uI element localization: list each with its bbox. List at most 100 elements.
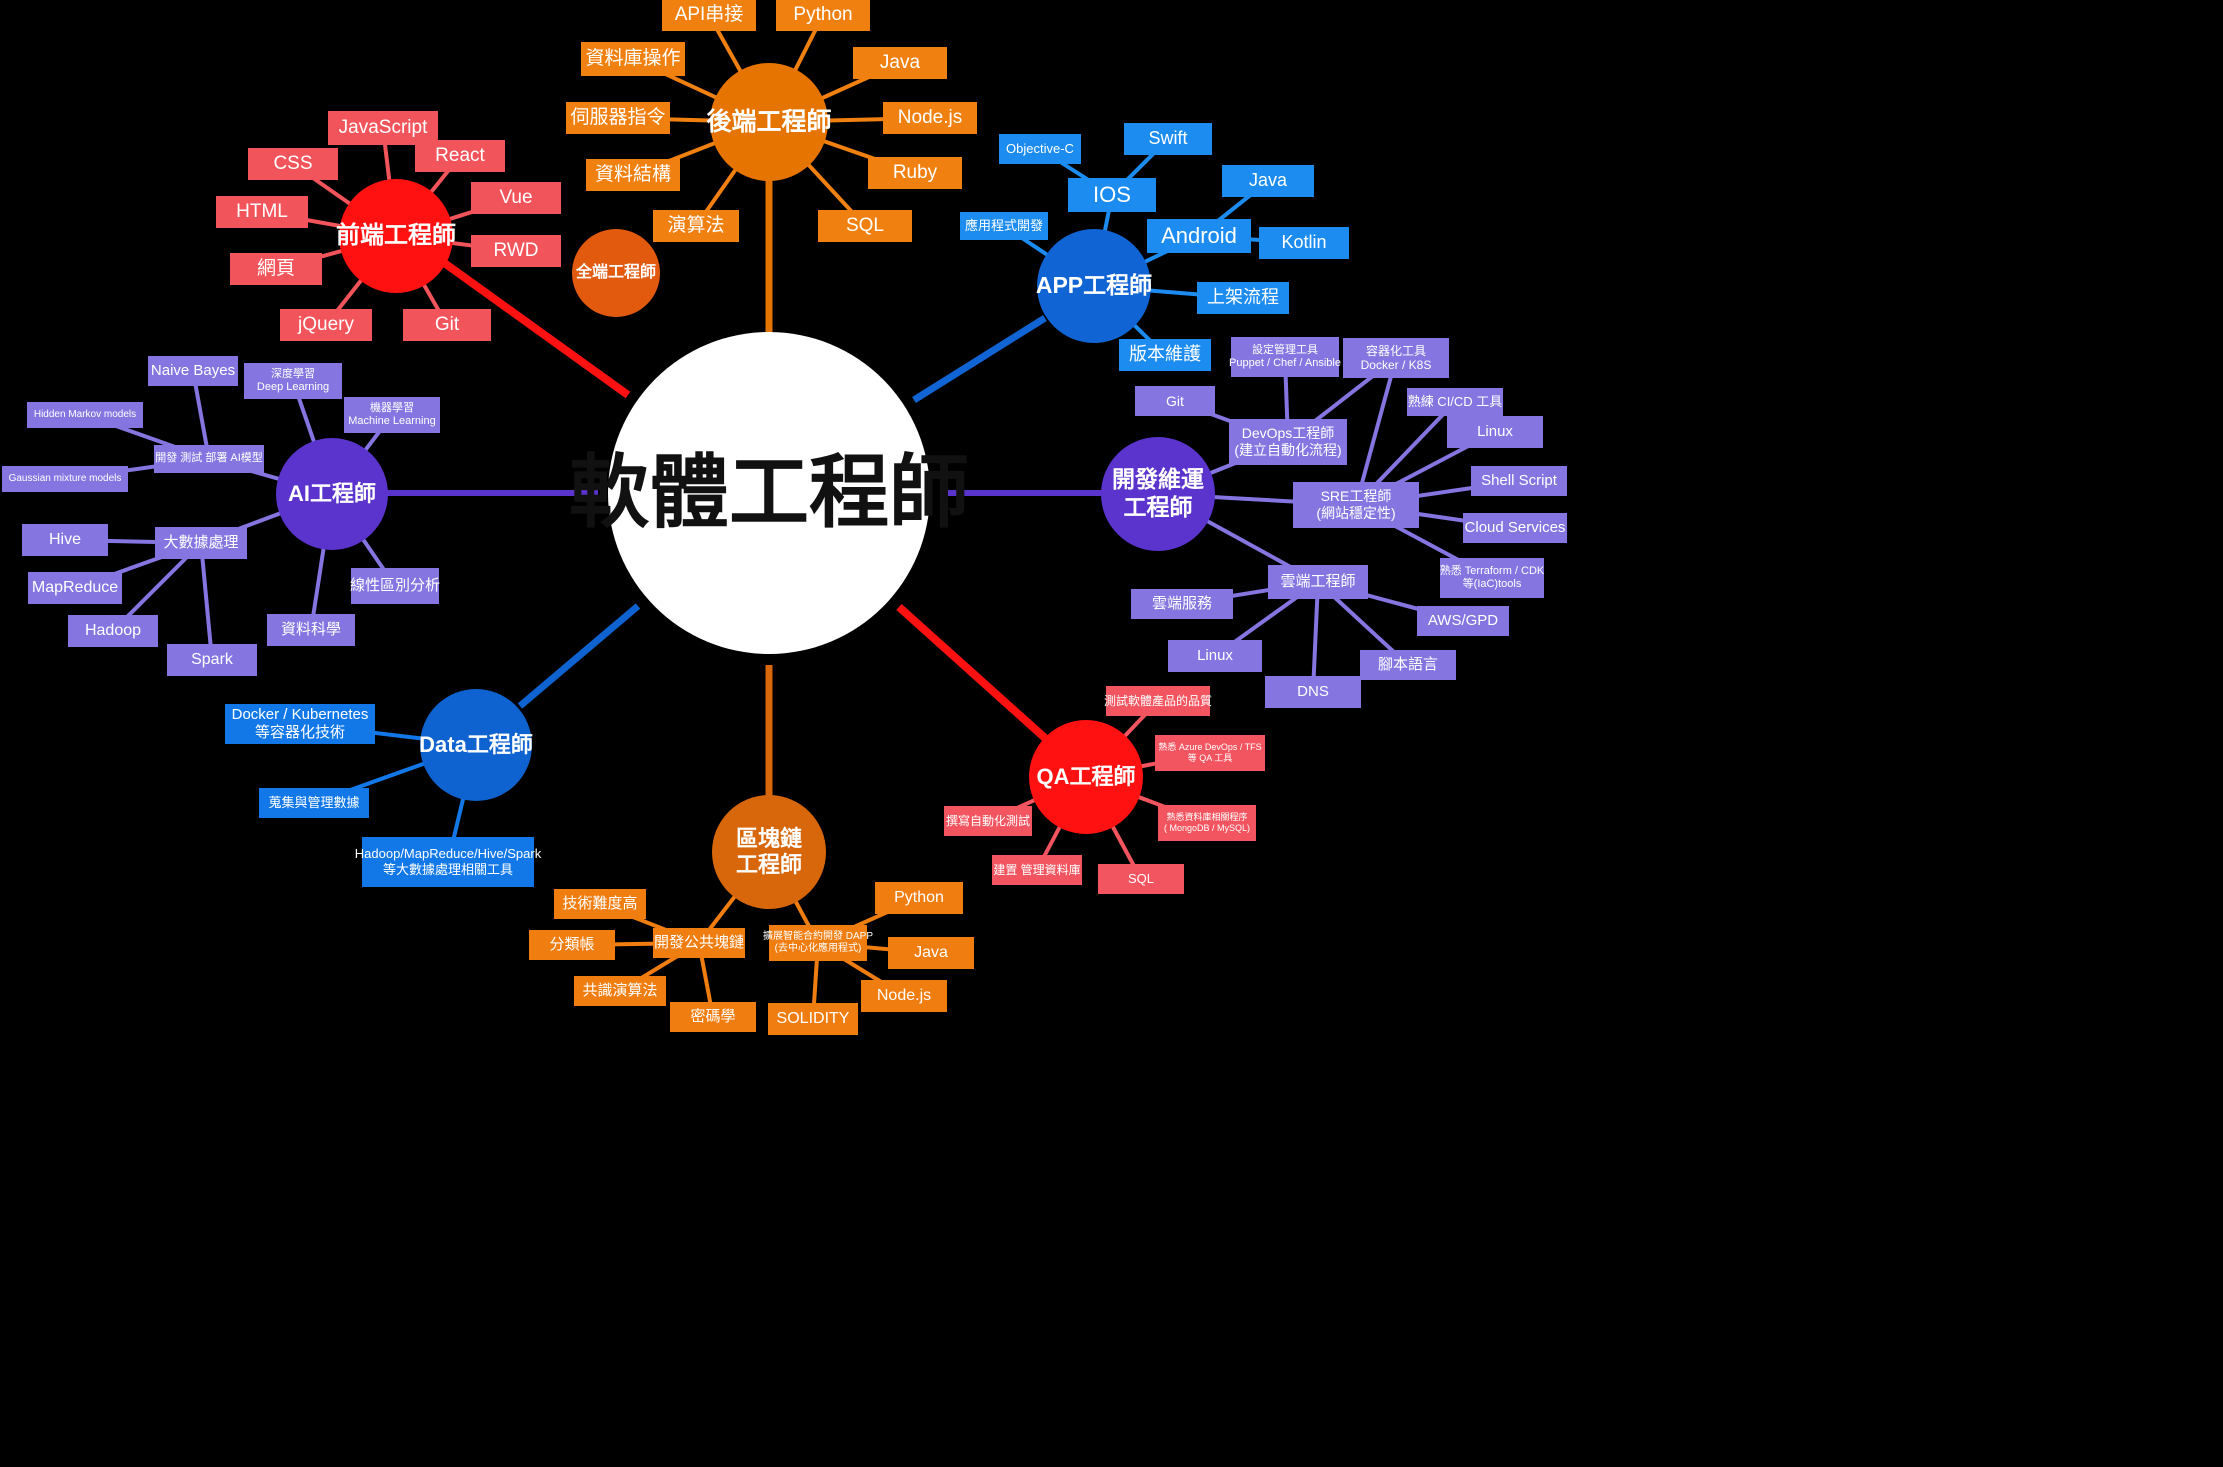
app-leaf: Java <box>1222 165 1314 197</box>
app-leaf: Swift <box>1124 123 1212 155</box>
backend-leaf: SQL <box>818 210 912 242</box>
frontend-leaf: HTML <box>216 196 308 228</box>
devops-leaf: 腳本語言 <box>1360 650 1456 680</box>
devops-leaf: AWS/GPD <box>1417 606 1509 636</box>
app-leaf: Objective-C <box>999 134 1081 164</box>
ai-leaf: Gaussian mixture models <box>2 466 128 492</box>
data-hadoop-node-line1: Hadoop/MapReduce/Hive/Spark <box>354 846 542 862</box>
frontend-leaf: 網頁 <box>230 253 322 285</box>
data-docker-node-line1: Docker / Kubernetes <box>231 706 369 723</box>
data-collect-node: 蒐集與管理數據 <box>259 788 369 818</box>
backend-leaf: Python <box>776 0 870 31</box>
qa-leaf: 建置 管理資料庫 <box>992 855 1082 885</box>
qa-dbtools-node-line2: ( MongoDB / MySQL) <box>1163 823 1251 833</box>
app-leaf: 應用程式開發 <box>960 212 1048 240</box>
frontend-leaf: jQuery <box>280 309 372 341</box>
blockchain-hub-line2: 工程師 <box>735 852 802 877</box>
ai-leaf: 線性區別分析 <box>350 568 440 604</box>
blockchain-leaf: SOLIDITY <box>768 1003 858 1035</box>
blockchain-leaf: Python <box>875 882 963 914</box>
qa-hub: QA工程師 <box>1029 720 1143 834</box>
devops-hub-line2: 工程師 <box>1123 494 1193 520</box>
blockchain-leaf: 密碼學 <box>670 1002 756 1032</box>
backend-leaf: 伺服器指令 <box>566 102 670 134</box>
qa-azure-node-line1: 熟悉 Azure DevOps / TFS <box>1158 742 1262 753</box>
spoke-data <box>517 603 641 709</box>
machine-learning-node-line2: Machine Learning <box>348 415 436 427</box>
qa-azure-node-line2: 等 QA 工具 <box>1187 753 1233 763</box>
blockchain-leaf: 分類帳 <box>529 930 615 960</box>
qa-dbtools-node: 熟悉資料庫相關程序( MongoDB / MySQL) <box>1158 805 1256 841</box>
machine-learning-node-line1: 機器學習 <box>370 401 414 414</box>
frontend-leaf: CSS <box>248 148 338 180</box>
config-tools-node-line2: Puppet / Chef / Ansible <box>1229 357 1341 369</box>
iac-node-line1: 熟悉 Terraform / CDK <box>1439 564 1545 577</box>
devops-hub-node-line1: DevOps工程師 <box>1241 425 1335 442</box>
backend-leaf: 資料庫操作 <box>581 42 685 76</box>
blockchain-hub-line1: 區塊鏈 <box>735 825 802 851</box>
deep-learning-node-line1: 深度學習 <box>271 367 315 380</box>
ai-bigdata-node: 大數據處理 <box>155 527 247 559</box>
devops-leaf: 雲端服務 <box>1131 589 1233 619</box>
data-hadoop-node-line2: 等大數據處理相關工具 <box>382 862 513 877</box>
connector-ai-bigdata <box>199 542 214 661</box>
devops-leaf: Linux <box>1168 640 1262 672</box>
frontend-leaf: Vue <box>471 182 561 214</box>
devops-hub-node-line2: (建立自動化流程) <box>1234 442 1342 458</box>
ai-leaf: Hadoop <box>68 615 158 647</box>
ai-leaf: Spark <box>167 644 257 676</box>
backend-leaf: 資料結構 <box>586 159 680 191</box>
frontend-hub: 前端工程師 <box>336 179 456 293</box>
frontend-leaf: Git <box>403 309 491 341</box>
center-hub: 軟體工程師 <box>569 332 969 654</box>
cloud-hub-node: 雲端工程師 <box>1268 565 1368 599</box>
backend-leaf: Java <box>853 47 947 79</box>
data-hub: Data工程師 <box>419 689 533 801</box>
app-leaf: 版本維護 <box>1119 339 1211 371</box>
iac-node-line2: 等(IaC)tools <box>1462 578 1522 590</box>
deep-learning-node-line2: Deep Learning <box>256 381 330 393</box>
qa-leaf: 測試軟體產品的品質 <box>1104 686 1212 716</box>
data-docker-node-line2: 等容器化技術 <box>254 724 345 741</box>
backend-hub: 後端工程師 <box>707 63 832 181</box>
ai-leaf: Hive <box>22 524 108 556</box>
qa-leaf: SQL <box>1098 864 1184 894</box>
devops-hub: 開發維運工程師 <box>1101 437 1215 551</box>
devops-leaf: 熟練 CI/CD 工具 <box>1407 388 1503 416</box>
frontend-leaf: React <box>415 140 505 172</box>
blockchain-hub: 區塊鏈工程師 <box>712 795 826 909</box>
devops-leaf: DNS <box>1265 676 1361 708</box>
devops-leaf: Git <box>1135 386 1215 416</box>
ai-leaf: MapReduce <box>28 572 122 604</box>
dapp-node: 擴展智能合約開發 DAPP(去中心化應用程式) <box>763 925 873 961</box>
ai-hub: AI工程師 <box>276 438 388 550</box>
connector-cloud <box>1311 581 1320 693</box>
app-hub: APP工程師 <box>1036 229 1152 343</box>
backend-leaf: Node.js <box>883 102 977 134</box>
public-chain-node: 開發公共塊鏈 <box>653 928 745 958</box>
fullstack-hub: 全端工程師 <box>572 229 660 317</box>
app-leaf: Kotlin <box>1259 227 1349 259</box>
frontend-leaf: RWD <box>471 235 561 267</box>
connector-sre <box>1354 357 1398 506</box>
container-tools-node-line1: 容器化工具 <box>1365 343 1426 358</box>
frontend-leaf: JavaScript <box>328 111 438 145</box>
qa-dbtools-node-line1: 熟悉資料庫相關程序 <box>1166 812 1248 823</box>
ai-leaf: 資料科學 <box>267 614 355 646</box>
dapp-node-line2: (去中心化應用程式) <box>774 943 862 954</box>
backend-leaf: Ruby <box>868 157 962 189</box>
app-ios-node: IOS <box>1068 178 1156 212</box>
ai-dev-node: 開發 測試 部署 AI模型 <box>154 445 264 473</box>
blockchain-leaf: Node.js <box>861 980 947 1012</box>
blockchain-leaf: Java <box>888 937 974 969</box>
devops-leaf: Linux <box>1447 416 1543 448</box>
